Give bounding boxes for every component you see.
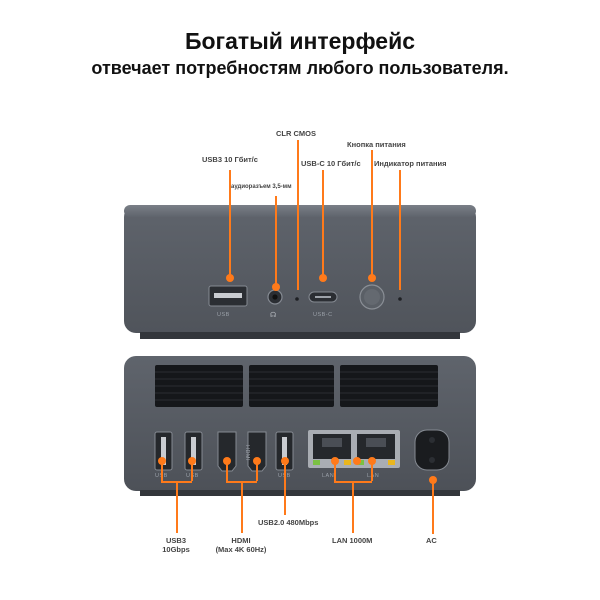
lan-a-callout-dot xyxy=(331,457,339,465)
usb3-callout-dot xyxy=(225,274,234,282)
page-title: Богатый интерфейс xyxy=(184,28,416,54)
rear-panel-device xyxy=(124,356,476,496)
usb3-rear-label: USB3 10Gbps xyxy=(156,536,196,554)
usb3-a-callout-dot xyxy=(158,457,166,465)
hdmi-rear-label-line2: (Max 4K 60Hz) xyxy=(215,545,267,554)
usb2-rear-label: USB2.0 480Mbps xyxy=(258,518,319,527)
hdmi-rear-line-b xyxy=(256,463,258,481)
ac-rear-line xyxy=(432,482,434,534)
rear-lan-port-label-1: LAN xyxy=(322,473,335,479)
ac-callout-dot xyxy=(429,476,437,484)
lan-rear-line-a xyxy=(334,463,336,481)
usb3-rear-line-down xyxy=(176,481,178,533)
lan-c-callout-dot xyxy=(368,457,376,465)
usb3-rear-label-line1: USB3 xyxy=(165,536,186,545)
usb2-rear-line xyxy=(284,463,286,515)
usb3-rear-line-b xyxy=(191,463,193,481)
clr-cmos-label: CLR CMOS xyxy=(276,129,316,138)
page-subtitle: отвечает потребностям любого пользовател… xyxy=(91,58,509,78)
power-button-callout-line xyxy=(371,150,373,278)
hdmi-rear-line-a xyxy=(226,463,228,481)
power-button-label: Кнопка питания xyxy=(347,140,406,149)
usb3-b-callout-dot xyxy=(188,457,196,465)
hdmi-a-callout-dot xyxy=(223,457,231,465)
usbc-callout-line xyxy=(322,170,324,278)
power-led-label: Индикатор питания xyxy=(374,159,447,168)
usb3-rear-line-a xyxy=(161,463,163,481)
headphone-icon: ☊ xyxy=(270,312,277,319)
usb3-callout-line xyxy=(229,170,231,278)
hdmi-b-callout-dot xyxy=(253,457,261,465)
usb3-label: USB3 10 Гбит/с xyxy=(202,155,258,164)
usb2-callout-dot xyxy=(281,457,289,465)
power-led-callout-line xyxy=(399,170,401,290)
rear-lan-port-label-2: LAN xyxy=(367,473,380,479)
front-usbc-port-label: USB-C xyxy=(313,312,333,318)
front-panel-device xyxy=(124,205,476,339)
clr-cmos-callout-line xyxy=(297,140,299,290)
hdmi-rear-label-line1: HDMI xyxy=(231,536,251,545)
ac-rear-label: AC xyxy=(426,536,437,545)
hdmi-rear-line-down xyxy=(241,481,243,533)
audio-jack-label: аудиоразъем 3,5-мм xyxy=(231,184,292,190)
rear-hdmi-port-label: HDMI xyxy=(244,444,251,462)
audio-callout-line xyxy=(275,196,277,288)
front-usb-port-label: USB xyxy=(217,312,230,318)
lan-b-callout-dot xyxy=(353,457,361,465)
usb3-rear-label-line2: 10Gbps xyxy=(162,545,190,554)
lan-rear-line-b xyxy=(371,463,373,481)
audio-callout-dot xyxy=(271,283,280,291)
lan-rear-label: LAN 1000M xyxy=(332,536,373,545)
usbc-callout-dot xyxy=(318,274,327,282)
hdmi-rear-label: HDMI (Max 4K 60Hz) xyxy=(208,536,274,554)
usbc-label: USB-C 10 Гбит/с xyxy=(301,159,361,168)
lan-rear-line-down xyxy=(352,481,354,533)
power-button-callout-dot xyxy=(367,274,376,282)
